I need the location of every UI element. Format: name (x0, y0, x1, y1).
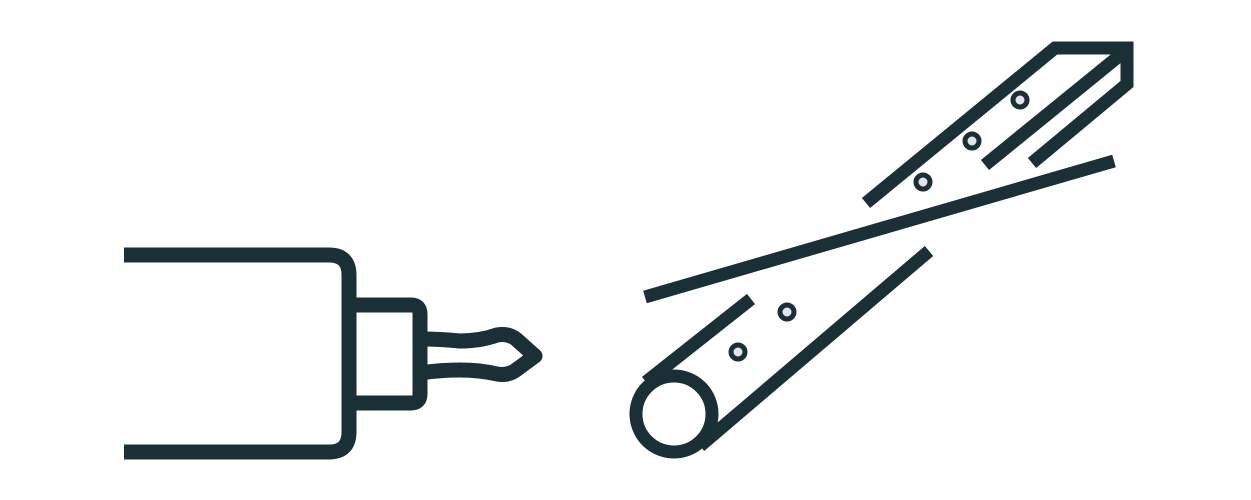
cut-wire-icon (629, 41, 1134, 459)
wire-lower-bottom-edge (695, 246, 934, 451)
wire-upper-outline (861, 41, 1134, 209)
strand-dot (913, 172, 933, 192)
strand-dot (1010, 90, 1030, 110)
strand-dot (962, 131, 982, 151)
strand-dot (728, 342, 748, 362)
screwdriver-ferrule (349, 297, 428, 411)
wire-strand-dots (728, 90, 1030, 362)
screwdriver-handle (124, 247, 357, 460)
wire-upper-inner-edge (980, 46, 1129, 171)
screwdriver-icon (124, 247, 543, 460)
screwdriver-shaft (418, 327, 543, 382)
wire-lower-top-edge (641, 293, 756, 388)
strand-dot (777, 302, 797, 322)
cut-line (643, 154, 1116, 304)
wire-end-circle (629, 369, 719, 459)
